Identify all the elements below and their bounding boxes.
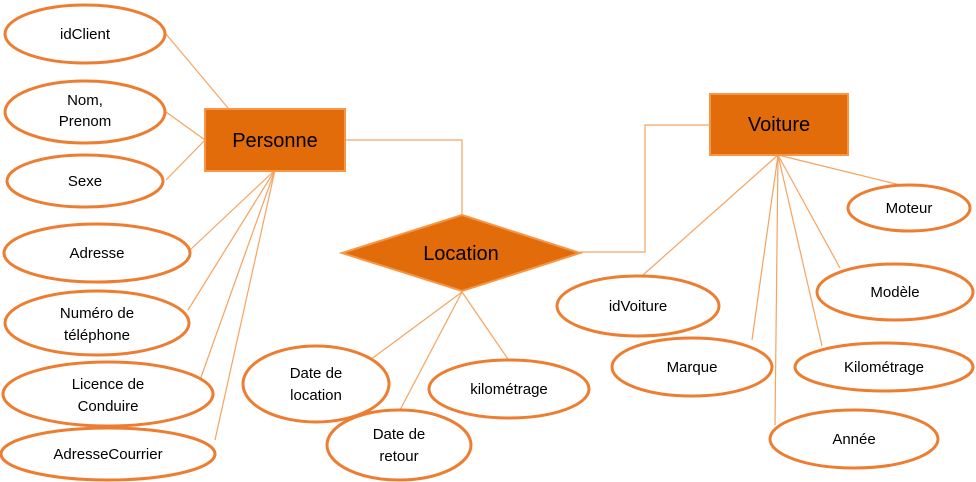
relation-location: Location — [338, 213, 584, 293]
attribute-moteur: Moteur — [846, 183, 972, 233]
link-sexe — [165, 139, 206, 181]
link-marque — [751, 154, 779, 341]
attribute-adresse-courrier: AdresseCourrier — [0, 426, 217, 482]
attribute-date-location: Date de location — [241, 344, 391, 424]
attribute-telephone: Numéro de téléphone — [3, 289, 191, 357]
link-licence — [199, 169, 276, 381]
attribute-marque: Marque — [610, 336, 774, 398]
attribute-label: Date de — [290, 365, 343, 382]
relation-label: Location — [423, 243, 499, 265]
link-date-retour — [399, 291, 463, 411]
attribute-nom-prenom: Nom, Prenom — [3, 79, 167, 145]
attribute-label: Numéro de — [60, 305, 134, 322]
attribute-sexe: Sexe — [5, 153, 165, 209]
link-idclient — [165, 33, 229, 109]
attribute-label: Nom, — [67, 92, 103, 109]
attribute-date-retour: Date de retour — [325, 408, 473, 482]
link-annee — [774, 154, 779, 426]
entity-personne: Personne — [204, 108, 346, 172]
attribute-annee: Année — [768, 408, 940, 470]
attribute-label: Moteur — [886, 200, 933, 217]
link-personne-location — [345, 139, 463, 215]
attribute-label: kilométrage — [470, 381, 548, 398]
link-idvoiture — [642, 154, 779, 276]
attribute-label: retour — [379, 448, 418, 465]
connector-lines — [165, 33, 901, 441]
link-modele — [777, 154, 841, 269]
link-moteur — [777, 154, 901, 186]
attribute-label: Modèle — [870, 284, 919, 301]
attribute-modele: Modèle — [815, 262, 975, 322]
attribute-adresse: Adresse — [2, 222, 192, 284]
attribute-label: Licence de — [72, 376, 145, 393]
entity-label: Voiture — [748, 114, 810, 136]
attribute-idvoiture: idVoiture — [555, 274, 721, 338]
attribute-label: idClient — [60, 26, 111, 43]
link-nom-prenom — [165, 111, 206, 141]
link-adresse-courrier — [214, 169, 276, 441]
attribute-label: Année — [832, 431, 875, 448]
attribute-loc-kilometrage: kilométrage — [427, 358, 591, 420]
attribute-kilometrage: Kilométrage — [793, 341, 975, 393]
attribute-label: Marque — [667, 359, 718, 376]
link-kilometrage — [777, 154, 823, 347]
link-telephone — [187, 169, 276, 311]
attribute-licence: Licence de Conduire — [1, 360, 215, 428]
attribute-label: Date de — [373, 426, 426, 443]
attribute-idclient: idClient — [3, 3, 167, 65]
attribute-label: Kilométrage — [844, 359, 924, 376]
attribute-label: Conduire — [78, 398, 139, 415]
attribute-label: AdresseCourrier — [53, 446, 162, 463]
entity-label: Personne — [232, 130, 318, 152]
entity-voiture: Voiture — [709, 93, 849, 156]
link-location-voiture — [580, 124, 710, 253]
link-loc-kilometrage — [461, 291, 511, 363]
attribute-label: Adresse — [69, 245, 124, 262]
attribute-label: idVoiture — [609, 298, 667, 315]
attribute-label: téléphone — [64, 327, 130, 344]
link-adresse — [189, 169, 276, 251]
link-date-location — [369, 291, 463, 361]
attribute-label: location — [290, 387, 342, 404]
attribute-label: Sexe — [68, 173, 102, 190]
attribute-label: Prenom — [59, 113, 112, 130]
